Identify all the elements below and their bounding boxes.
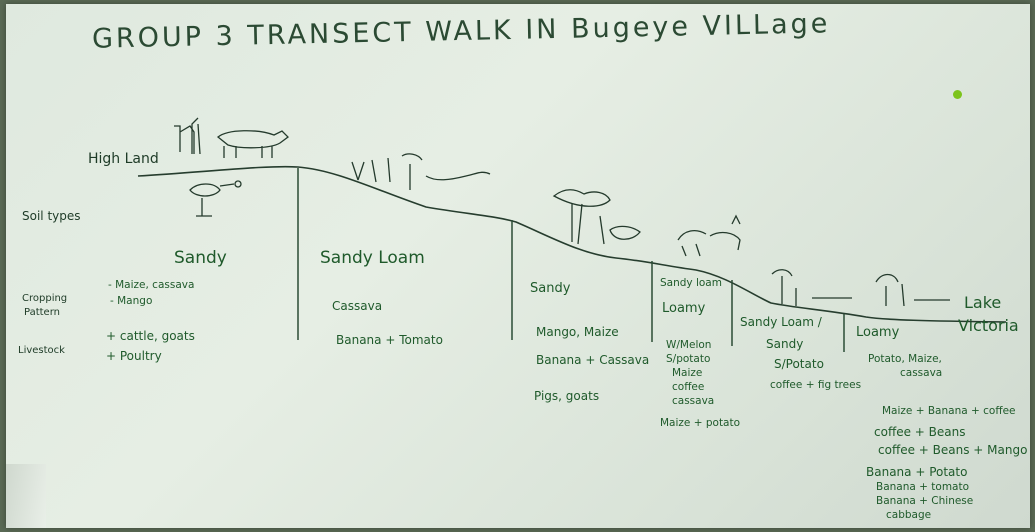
zone6-crop-5: coffee + Beans + Mango [878,443,1028,457]
zone3-livestock-1: Pigs, goats [534,389,600,403]
zone6-crop-4: coffee + Beans [874,425,966,439]
zone1-crop-1: - Maize, cassava [108,279,195,291]
zone6-crop-1: Potato, Maize, [868,353,942,365]
zone3-crop-2: Banana + Cassava [536,353,650,367]
zone5-crop-2: coffee + fig trees [770,379,862,391]
livestock-sketch [677,214,741,257]
zone6-crop-9: cabbage [886,509,932,521]
zone2-crop-2: Banana + Tomato [336,333,443,347]
zone6-crop-6: Banana + Potato [866,465,968,479]
zone5-soil-2: Sandy [766,337,804,351]
zone4-crop-1: W/Melon [666,339,712,351]
zone4-crop-4: coffee [672,381,705,393]
zone6-crop-3: Maize + Banana + coffee [882,405,1016,417]
label-high-land: High Land [88,151,159,167]
zone6-crop-2: cassava [900,367,943,379]
paper-fold [6,464,46,528]
terrain-profile-line [137,165,1007,323]
zone4-crop-3: Maize [672,367,703,379]
zone1-livestock-2: + Poultry [106,349,162,363]
zone4-crop-5: cassava [672,395,715,407]
label-pattern: Pattern [24,307,60,318]
label-cropping: Cropping [22,293,68,304]
zone4-crop-6: Maize + potato [660,417,741,429]
lakeside-trees-sketch [771,269,950,307]
highland-animals-sketch [174,117,289,217]
label-lake: Lake [964,293,1002,312]
marker-dot [953,90,962,99]
zone4-soil-2: Loamy [662,301,706,316]
zone4-crop-2: S/potato [666,353,711,365]
zone6-soil: Loamy [856,325,900,340]
label-livestock: Livestock [18,345,65,356]
midslope-trees-sketch [552,189,641,245]
zone1-crop-2: - Mango [110,295,153,307]
zone4-soil-1: Sandy loam [660,277,722,289]
zone1-livestock-1: + cattle, goats [106,329,195,343]
zone2-crop-1: Cassava [332,299,383,313]
label-soil-types: Soil types [22,209,81,223]
transect-drawing [137,117,1007,352]
flipchart-sheet: GROUP 3 TRANSECT WALK IN Bugeye VILLage … [6,4,1030,528]
zone1-soil: Sandy [174,248,227,268]
slope-trees-sketch [351,153,491,190]
zone2-soil: Sandy Loam [320,248,425,268]
zone5-soil-1: Sandy Loam / [740,315,822,329]
zone6-crop-7: Banana + tomato [876,481,970,493]
zone3-soil: Sandy [530,281,571,296]
zone3-crop-1: Mango, Maize [536,325,619,339]
label-victoria: Victoria [958,316,1019,335]
zone6-crop-8: Banana + Chinese [876,495,974,507]
zone5-crop-1: S/Potato [774,357,824,371]
